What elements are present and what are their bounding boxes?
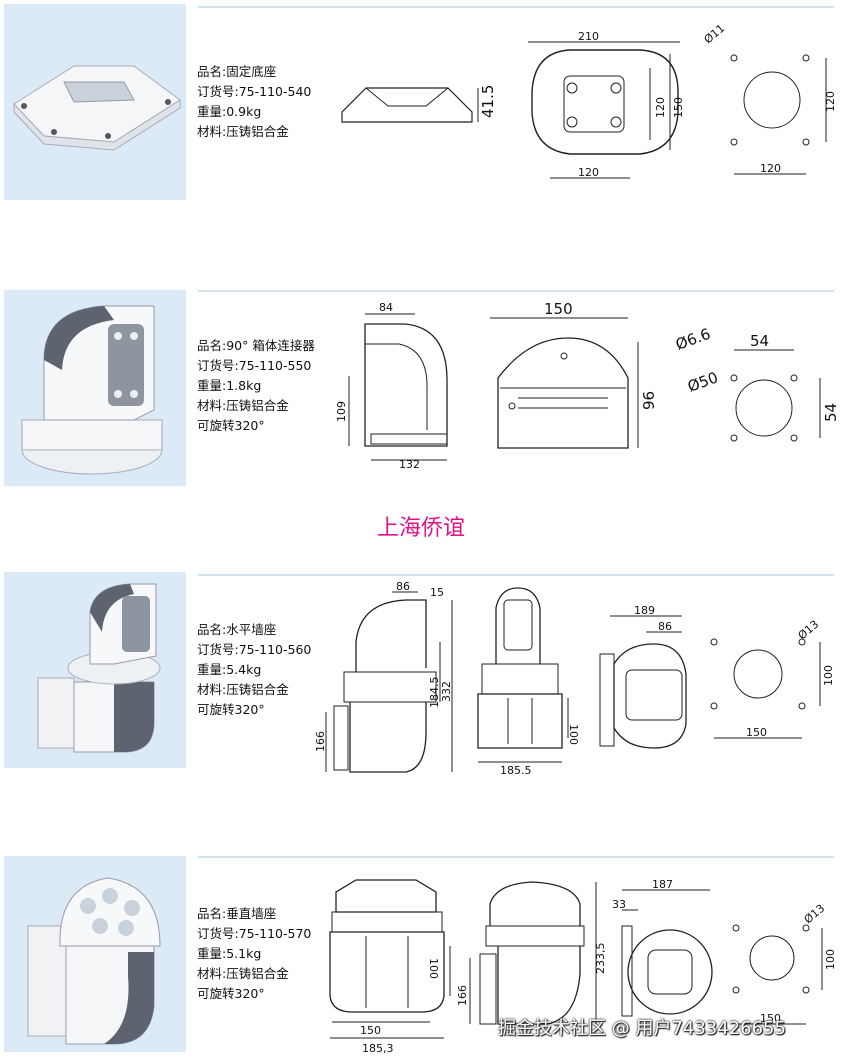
dim-front-height: 96 xyxy=(640,391,658,410)
spec-name: 品名:垂直墙座 xyxy=(197,906,277,921)
hole-pattern-drawing: Ø6.6 Ø50 54 54 xyxy=(673,325,840,442)
front-view-drawing: 100 185.5 xyxy=(477,587,580,777)
side-view-drawing: 166 233,5 xyxy=(456,881,607,1025)
product-photo xyxy=(4,856,186,1052)
section-divider xyxy=(198,6,834,8)
dim-front-h1: 120 xyxy=(654,97,667,118)
spec-order-number: 订货号:75-110-540 xyxy=(197,84,312,99)
dim-back-top: 86 xyxy=(658,620,672,633)
dim-hole-diameter: Ø13 xyxy=(796,618,822,643)
dim-front-height: 100 xyxy=(427,958,440,979)
horizontal-wall-mount-image xyxy=(37,583,161,753)
dim-side-height: 41.5 xyxy=(479,85,497,118)
dim-front-h2: 150 xyxy=(672,97,685,118)
section-divider xyxy=(198,290,834,292)
dim-back-top: 33 xyxy=(612,898,626,911)
dim-front-width: 150 xyxy=(544,300,573,318)
spec-rotation: 可旋转320° xyxy=(197,418,265,433)
dim-hole-horizontal: 120 xyxy=(760,162,781,175)
dim-hole-vertical: 100 xyxy=(824,949,837,970)
spec-order-number: 订货号:75-110-550 xyxy=(197,358,312,373)
spec-rotation: 可旋转320° xyxy=(197,986,265,1001)
dim-front-width: 185.5 xyxy=(500,764,532,777)
back-view-drawing: 187 33 xyxy=(612,878,713,1017)
dim-front-bottom: 120 xyxy=(578,166,599,179)
product-photo xyxy=(4,572,186,768)
section-divider xyxy=(198,574,834,576)
spec-list: 品名:水平墙座 订货号:75-110-560 重量:5.4kg 材料:压铸铝合金… xyxy=(197,620,311,720)
dim-hole-horizontal: 150 xyxy=(760,1012,781,1025)
dim-side-height-1: 166 xyxy=(456,985,469,1006)
spec-material: 材料:压铸铝合金 xyxy=(197,682,289,697)
dim-side-height-2: 233,5 xyxy=(594,943,607,975)
spec-list: 品名:90° 箱体连接器 订货号:75-110-550 重量:1.8kg 材料:… xyxy=(197,336,315,436)
spec-weight: 重量:1.8kg xyxy=(197,378,262,393)
dim-hole-diameter: Ø11 xyxy=(702,22,728,47)
dim-hole-diameter: Ø13 xyxy=(802,902,828,927)
product-section-2: 品名:90° 箱体连接器 订货号:75-110-550 重量:1.8kg 材料:… xyxy=(0,280,860,495)
spec-list: 品名:固定底座 订货号:75-110-540 重量:0.9kg 材料:压铸铝合金 xyxy=(197,62,311,142)
footer-watermark: 掘金技术社区 @ 用户7433426655 xyxy=(498,1018,786,1039)
dim-height-3: 166 xyxy=(314,731,327,752)
dim-top-1: 86 xyxy=(396,580,410,593)
side-view-drawing: 84 109 132 xyxy=(335,301,448,471)
section-divider xyxy=(198,856,834,858)
product-section-1: 品名:固定底座 订货号:75-110-540 重量:0.9kg 材料:压铸铝合金… xyxy=(0,0,860,215)
spec-order-number: 订货号:75-110-560 xyxy=(197,642,312,657)
product-photo xyxy=(4,4,186,200)
hole-pattern-drawing: Ø13 100 150 xyxy=(732,902,837,1025)
spec-weight: 重量:5.4kg xyxy=(197,662,262,677)
dim-height-2: 332 xyxy=(440,681,453,702)
dim-back-width: 187 xyxy=(652,878,673,891)
product-photo xyxy=(4,290,186,486)
side-view-drawing: 86 15 184.5 332 166 xyxy=(314,580,453,773)
dim-hole-vertical: 120 xyxy=(824,91,837,112)
front-view-drawing: 210 120 150 120 xyxy=(528,30,685,179)
side-view-drawing: 41.5 xyxy=(341,85,497,123)
watermark-text: 上海侨谊 xyxy=(377,516,466,541)
dim-hole-vertical: 54 xyxy=(822,403,840,422)
spec-material: 材料:压铸铝合金 xyxy=(197,124,289,139)
dim-side-height: 109 xyxy=(335,401,348,422)
dim-hole-horizontal: 150 xyxy=(746,726,767,739)
spec-weight: 重量:5.1kg xyxy=(197,946,262,961)
dim-hole-diameter-small: Ø6.6 xyxy=(673,325,713,354)
box-connector-image xyxy=(21,305,163,475)
dim-side-bottom: 132 xyxy=(399,458,420,471)
spec-name: 品名:90° 箱体连接器 xyxy=(197,338,315,353)
spec-material: 材料:压铸铝合金 xyxy=(197,398,289,413)
back-view-drawing: 189 86 xyxy=(599,604,687,749)
dim-hole-horizontal: 54 xyxy=(750,332,769,350)
dim-front-width-2: 185,3 xyxy=(362,1042,394,1055)
dim-height-1: 184.5 xyxy=(428,677,441,709)
dim-hole-vertical: 100 xyxy=(822,665,835,686)
front-view-drawing: 150 96 xyxy=(490,300,658,449)
fixed-base-image xyxy=(13,65,181,151)
spec-name: 品名:固定底座 xyxy=(197,64,277,79)
dim-side-top: 84 xyxy=(379,301,393,314)
dim-front-height: 100 xyxy=(567,724,580,745)
spec-name: 品名:水平墙座 xyxy=(197,622,277,637)
dim-hole-diameter-large: Ø50 xyxy=(685,368,720,395)
spec-weight: 重量:0.9kg xyxy=(197,104,262,119)
spec-rotation: 可旋转320° xyxy=(197,702,265,717)
spec-order-number: 订货号:75-110-570 xyxy=(197,926,312,941)
dim-front-width-1: 150 xyxy=(360,1024,381,1037)
product-section-4: 品名:垂直墙座 订货号:75-110-570 重量:5.1kg 材料:压铸铝合金… xyxy=(0,852,860,1063)
dim-top-2: 15 xyxy=(430,586,444,599)
hole-pattern-drawing: Ø11 120 120 xyxy=(702,22,837,175)
spec-list: 品名:垂直墙座 订货号:75-110-570 重量:5.1kg 材料:压铸铝合金… xyxy=(197,904,311,1004)
product-section-3: 品名:水平墙座 订货号:75-110-560 重量:5.4kg 材料:压铸铝合金… xyxy=(0,568,860,783)
spec-material: 材料:压铸铝合金 xyxy=(197,966,289,981)
vertical-wall-mount-image xyxy=(27,877,161,1045)
dim-back-width: 189 xyxy=(634,604,655,617)
front-view-drawing: 100 150 185,3 xyxy=(329,879,451,1055)
hole-pattern-drawing: Ø13 100 150 xyxy=(710,618,835,739)
dim-front-width: 210 xyxy=(578,30,599,43)
